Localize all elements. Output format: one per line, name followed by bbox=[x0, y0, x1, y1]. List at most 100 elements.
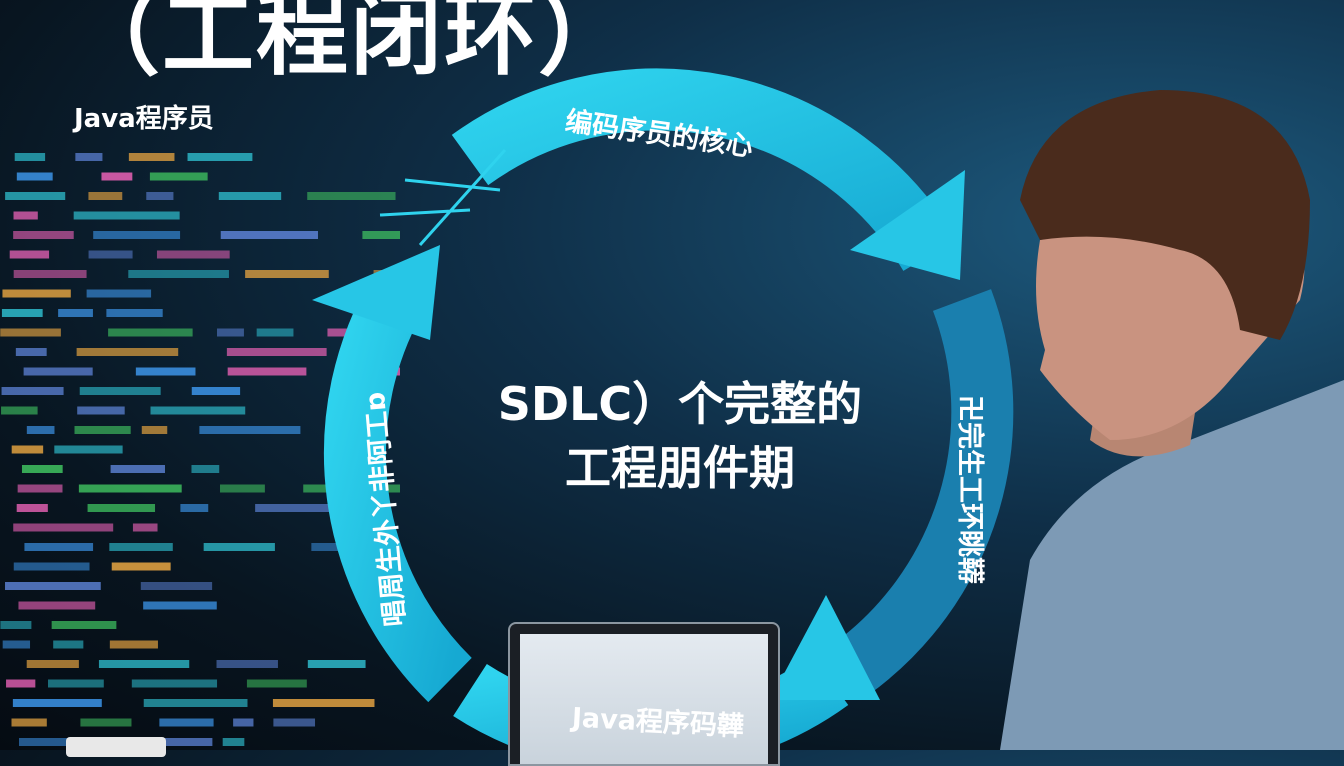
code-line bbox=[159, 718, 214, 727]
laptop bbox=[508, 622, 780, 766]
code-line bbox=[307, 660, 366, 668]
arrowhead-top bbox=[850, 170, 965, 280]
center-line-1: SDLC）个完整的 bbox=[497, 377, 863, 431]
code-line bbox=[272, 699, 375, 707]
code-line bbox=[2, 289, 71, 298]
code-line bbox=[109, 640, 158, 649]
code-line bbox=[216, 328, 244, 337]
code-line bbox=[203, 543, 275, 551]
code-line bbox=[0, 621, 32, 629]
code-line bbox=[79, 387, 161, 395]
code-line bbox=[150, 406, 246, 415]
ring-arc-left bbox=[323, 274, 472, 703]
code-line bbox=[54, 445, 123, 454]
code-line bbox=[141, 426, 168, 434]
code-line bbox=[48, 679, 104, 688]
code-line bbox=[13, 270, 87, 278]
ring-arc-right bbox=[831, 289, 1014, 696]
code-line bbox=[1, 387, 64, 395]
center-caption: SDLC）个完整的 工程朋件期 bbox=[470, 372, 890, 500]
code-line bbox=[135, 367, 196, 376]
code-line bbox=[362, 231, 400, 239]
code-line bbox=[5, 582, 101, 590]
code-line bbox=[307, 192, 396, 200]
code-line bbox=[233, 718, 254, 727]
code-line bbox=[146, 192, 174, 200]
code-line bbox=[51, 621, 117, 629]
code-line bbox=[143, 699, 248, 707]
code-line bbox=[108, 328, 193, 337]
ring-arc-top bbox=[451, 68, 957, 272]
code-line bbox=[77, 406, 125, 415]
code-line bbox=[15, 348, 47, 356]
code-line bbox=[227, 367, 307, 376]
code-line bbox=[220, 484, 265, 493]
code-line bbox=[0, 328, 61, 337]
code-line bbox=[128, 270, 229, 278]
code-line bbox=[220, 231, 318, 239]
code-line bbox=[218, 192, 282, 200]
code-line bbox=[256, 328, 294, 337]
code-line bbox=[93, 231, 181, 239]
code-line bbox=[80, 718, 132, 727]
code-line bbox=[255, 504, 343, 512]
code-line bbox=[26, 660, 79, 668]
code-line bbox=[13, 562, 90, 571]
code-line bbox=[245, 270, 329, 278]
code-line bbox=[1, 406, 38, 415]
code-line bbox=[88, 250, 133, 259]
arrow-streak-lines bbox=[379, 148, 507, 247]
code-line bbox=[53, 640, 84, 649]
code-line bbox=[5, 192, 66, 200]
code-line bbox=[16, 504, 48, 512]
code-line bbox=[18, 601, 96, 610]
code-line bbox=[128, 153, 175, 161]
code-line bbox=[24, 543, 94, 551]
code-line bbox=[58, 309, 93, 317]
code-line bbox=[149, 172, 208, 181]
code-line bbox=[86, 289, 152, 298]
code-line bbox=[74, 426, 131, 434]
person-illustration bbox=[1000, 90, 1344, 750]
code-line bbox=[98, 660, 190, 668]
code-line bbox=[156, 250, 230, 259]
ring-label-right: 卍完生工环眺鞯 bbox=[954, 395, 985, 584]
subtitle: Java程序员 bbox=[74, 104, 214, 134]
code-line bbox=[73, 211, 180, 220]
code-line bbox=[21, 465, 63, 473]
code-line bbox=[88, 192, 123, 200]
code-line bbox=[76, 348, 179, 356]
code-line bbox=[143, 601, 217, 610]
code-line bbox=[6, 679, 36, 688]
code-line bbox=[140, 582, 213, 590]
code-line bbox=[9, 250, 50, 259]
code-line bbox=[125, 738, 213, 746]
code-line bbox=[131, 679, 218, 688]
code-line bbox=[17, 484, 63, 493]
code-line bbox=[1, 309, 43, 317]
code-line bbox=[12, 699, 102, 707]
code-line bbox=[75, 153, 103, 161]
code-line bbox=[222, 738, 245, 746]
arrowhead-bottom bbox=[770, 595, 880, 700]
code-line bbox=[191, 465, 220, 473]
arrowhead-left bbox=[312, 245, 440, 340]
page-title: （工程闭环） bbox=[68, 0, 633, 88]
code-line bbox=[216, 660, 278, 668]
code-line bbox=[26, 426, 55, 434]
code-line bbox=[187, 153, 253, 161]
code-line bbox=[78, 484, 182, 493]
center-line-2: 工程朋件期 bbox=[565, 441, 795, 495]
code-line bbox=[13, 211, 38, 220]
code-line bbox=[13, 523, 114, 532]
code-line bbox=[87, 504, 156, 512]
code-line bbox=[199, 426, 301, 434]
code-line bbox=[14, 153, 46, 161]
code-line bbox=[180, 504, 209, 512]
code-line bbox=[23, 367, 93, 376]
code-line bbox=[246, 679, 307, 688]
code-line bbox=[111, 562, 171, 571]
code-line bbox=[11, 445, 44, 454]
code-line bbox=[110, 465, 165, 473]
code-line bbox=[273, 718, 316, 727]
